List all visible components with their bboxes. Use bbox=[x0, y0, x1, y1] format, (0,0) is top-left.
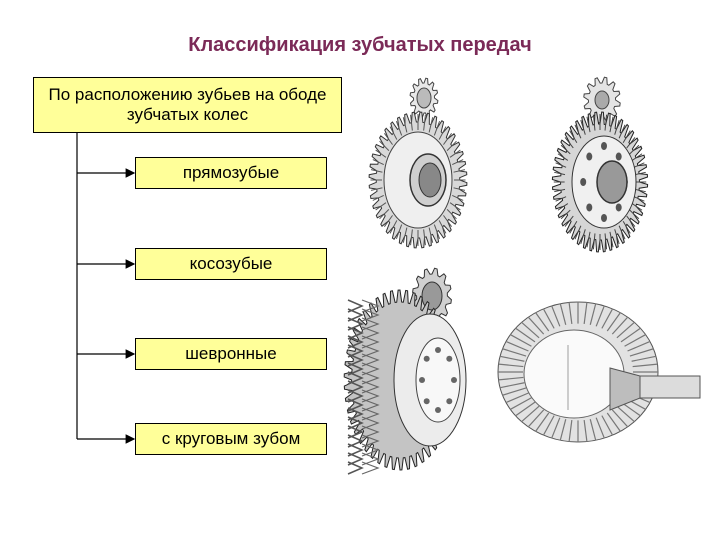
category-box-circular: с круговым зубом bbox=[135, 423, 327, 455]
root-category-label: По расположению зубьев на ободе зубчатых… bbox=[48, 85, 327, 124]
root-category-box: По расположению зубьев на ободе зубчатых… bbox=[33, 77, 342, 133]
diagram-title: Классификация зубчатых передач bbox=[188, 34, 532, 56]
category-label: косозубые bbox=[189, 254, 273, 273]
category-box-spur: прямозубые bbox=[135, 157, 327, 189]
category-label: с круговым зубом bbox=[161, 429, 301, 448]
category-label: шевронные bbox=[185, 344, 277, 363]
category-label: прямозубые bbox=[182, 163, 280, 182]
category-box-helical: косозубые bbox=[135, 248, 327, 280]
category-box-herringbone: шевронные bbox=[135, 338, 327, 370]
